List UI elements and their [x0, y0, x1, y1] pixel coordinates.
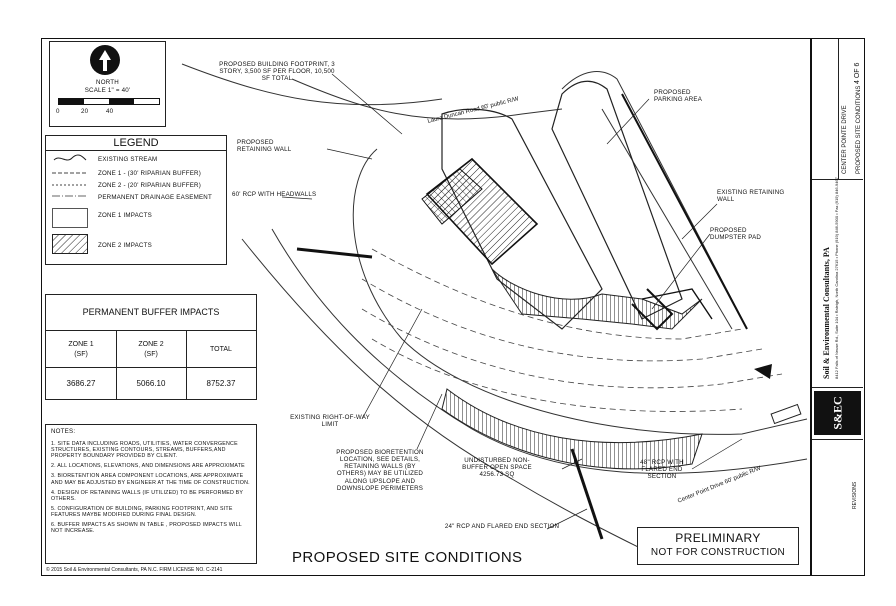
impacts-unit-zone1: (SF): [74, 351, 88, 358]
stream-symbol-icon: [53, 154, 87, 161]
callout-existing-wall: EXISTING RETAINING WALL: [717, 189, 785, 204]
scale-tick-1: 20: [81, 108, 89, 115]
legend-item-stream: EXISTING STREAM: [98, 156, 158, 163]
callout-parking: PROPOSED PARKING AREA: [654, 89, 703, 104]
legend: LEGEND EXISTING STREAM ZONE 1 - (30' RIP…: [45, 135, 227, 265]
zone1-impact-swatch: [52, 208, 88, 228]
notes-block: NOTES: 1. SITE DATA INCLUDING ROADS, UTI…: [45, 424, 257, 564]
north-arrow-icon: [90, 45, 120, 75]
zone2-impact-swatch: [52, 234, 88, 254]
note-3: 3. BIORETENTION AREA COMPONENT LOCATIONS…: [51, 473, 250, 486]
note-6: 6. BUFFER IMPACTS AS SHOWN IN TABLE , PR…: [51, 521, 242, 534]
impacts-title: PERMANENT BUFFER IMPACTS: [82, 307, 220, 317]
legend-item-zone1-impacts: ZONE 1 IMPACTS: [98, 212, 152, 219]
impacts-header-zone2: ZONE 2: [138, 341, 164, 348]
legend-item-zone2: ZONE 2 - (20' RIPARIAN BUFFER): [98, 182, 201, 189]
drawing-sheet: NORTH SCALE 1" = 40' 0 20 40 LEGEND EXIS…: [41, 38, 811, 576]
callout-24-rcp: 24" RCP AND FLARED END SECTION: [444, 523, 560, 530]
buffer-impacts-table: PERMANENT BUFFER IMPACTS ZONE 1 (SF) ZON…: [45, 294, 257, 400]
impacts-value-zone2: 5066.10: [136, 379, 166, 388]
callout-nonbuffer: UNDISTURBED NON-BUFFER OPEN SPACE 4256.7…: [462, 457, 532, 479]
sheet-name: PROPOSED SITE CONDITIONS: [856, 85, 862, 174]
callout-building-footprint: PROPOSED BUILDING FOOTPRINT, 3 STORY, 3,…: [219, 61, 335, 83]
site-plan-drawing: [181, 63, 808, 550]
sheet-title: PROPOSED SITE CONDITIONS: [292, 549, 523, 566]
project-name: CENTER POINTE DRIVE: [842, 105, 848, 174]
legend-title: LEGEND: [46, 136, 226, 151]
stamp-line1: PRELIMINARY: [675, 531, 761, 545]
firm-address: 8412 Falls of Neuse Rd., Suite 104 • Ral…: [834, 177, 839, 379]
impacts-value-total: 8752.37: [206, 379, 236, 388]
preliminary-stamp: PRELIMINARY NOT FOR CONSTRUCTION: [637, 527, 799, 565]
callout-60-rcp: 60' RCP WITH HEADWALLS: [232, 191, 317, 198]
scale-tick-0: 0: [56, 108, 60, 115]
north-label: NORTH: [96, 79, 119, 86]
note-1: 1. SITE DATA INCLUDING ROADS, UTILITIES,…: [51, 441, 238, 460]
note-4: 4. DESIGN OF RETAINING WALLS (IF UTILIZE…: [51, 489, 244, 502]
impacts-unit-zone2: (SF): [144, 351, 158, 358]
note-5: 5. CONFIGURATION OF BUILDING, PARKING FO…: [51, 505, 233, 518]
callout-48-rcp: 48" RCP WITH FLARED END SECTION: [640, 459, 684, 481]
legend-item-easement: PERMANENT DRAINAGE EASEMENT: [98, 194, 212, 201]
firm-logo: S&EC: [814, 391, 861, 435]
north-arrow-block: NORTH SCALE 1" = 40' 0 20 40: [49, 41, 166, 127]
note-2: 2. ALL LOCATIONS, ELEVATIONS, AND DIMENS…: [51, 463, 245, 470]
sheet-number: 4 OF 6: [854, 62, 861, 84]
stamp-line2: NOT FOR CONSTRUCTION: [650, 547, 786, 558]
impacts-header-total: TOTAL: [210, 346, 232, 353]
callout-bioretention: PROPOSED BIORETENTION LOCATION, SEE DETA…: [336, 449, 424, 492]
callout-row-limit: EXISTING RIGHT-OF-WAY LIMIT: [290, 414, 370, 429]
title-block: CENTER POINTE DRIVE PROPOSED SITE CONDIT…: [811, 38, 865, 576]
firm-name: Soil & Environmental Consultants, PA: [822, 247, 831, 379]
copyright: © 2015 Soil & Environmental Consultants,…: [46, 567, 223, 573]
callout-retaining-wall: PROPOSED RETAINING WALL: [237, 139, 292, 154]
scale-bar: [58, 98, 160, 105]
revisions-label: REVISIONS: [852, 481, 858, 509]
scale-tick-2: 40: [106, 108, 114, 115]
notes-title: NOTES:: [51, 428, 76, 435]
legend-item-zone1: ZONE 1 - (30' RIPARIAN BUFFER): [98, 170, 201, 177]
callout-dumpster: PROPOSED DUMPSTER PAD: [710, 227, 762, 242]
scale-label: SCALE 1" = 40': [84, 87, 131, 94]
legend-item-zone2-impacts: ZONE 2 IMPACTS: [98, 242, 152, 249]
impacts-header-zone1: ZONE 1: [68, 341, 94, 348]
impacts-value-zone1: 3686.27: [66, 379, 96, 388]
